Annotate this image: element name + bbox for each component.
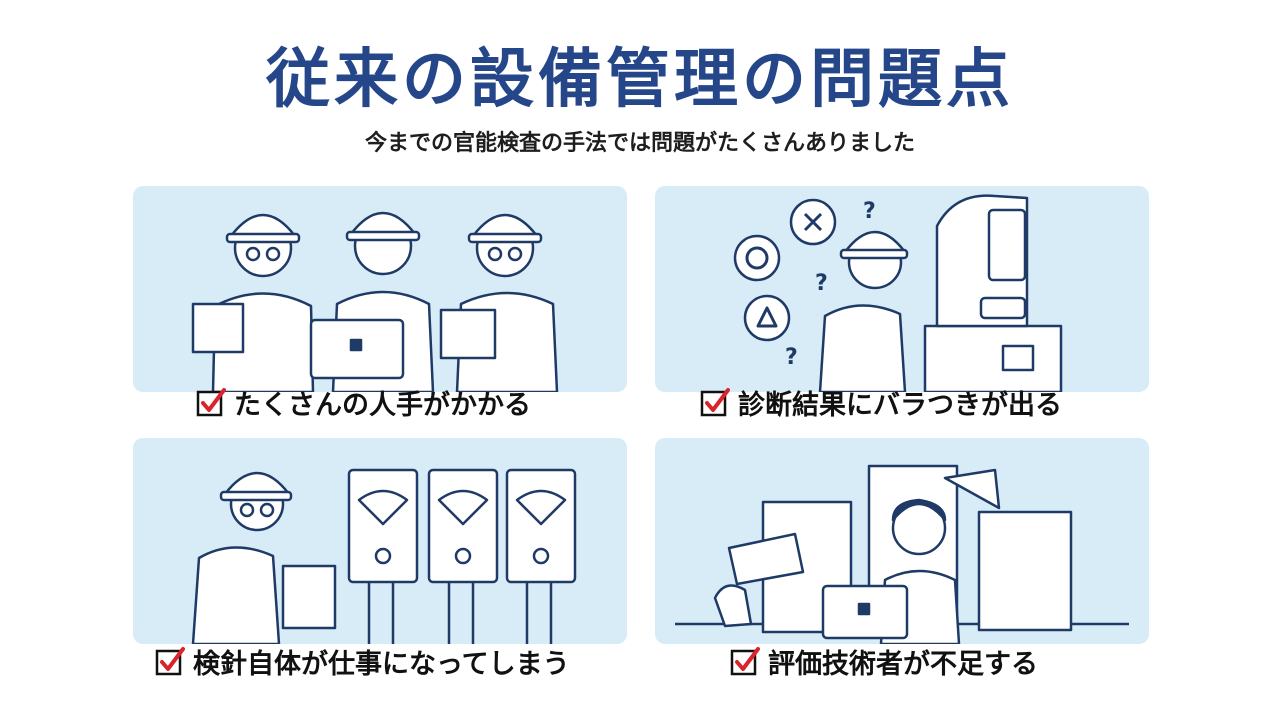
caption-meter-reading: 検針自体が仕事になってしまう bbox=[155, 641, 570, 681]
caption-text: 診断結果にバラつきが出る bbox=[738, 389, 1062, 421]
paperwork-illustration bbox=[675, 464, 1129, 644]
check-icon bbox=[155, 647, 185, 676]
panel-engineer-shortage bbox=[655, 438, 1149, 644]
page-title: 従来の設備管理の問題点 bbox=[266, 43, 1014, 117]
panel-meter-reading bbox=[133, 438, 627, 644]
meter-reading-illustration bbox=[191, 468, 577, 644]
check-icon bbox=[196, 388, 226, 417]
question-mark-1: ? bbox=[863, 199, 876, 224]
check-icon bbox=[730, 647, 760, 676]
check-icon bbox=[700, 388, 730, 417]
caption-many-workers: たくさんの人手がかかる bbox=[196, 382, 531, 422]
question-mark-3: ? bbox=[785, 345, 798, 370]
caption-text: 検針自体が仕事になってしまう bbox=[193, 648, 570, 680]
caption-text: たくさんの人手がかかる bbox=[234, 389, 531, 421]
caption-inconsistent-results: 診断結果にバラつきが出る bbox=[700, 382, 1062, 422]
panel-many-workers bbox=[133, 186, 627, 392]
question-mark-2: ? bbox=[815, 271, 828, 296]
workers-illustration bbox=[191, 211, 559, 392]
inspector-illustration: ? ? ? bbox=[733, 194, 1063, 392]
caption-engineer-shortage: 評価技術者が不足する bbox=[730, 641, 1038, 681]
caption-text: 評価技術者が不足する bbox=[768, 648, 1038, 680]
panel-inconsistent-results: ? ? ? bbox=[655, 186, 1149, 392]
page-subtitle: 今までの官能検査の手法では問題がたくさんありました bbox=[364, 131, 915, 156]
